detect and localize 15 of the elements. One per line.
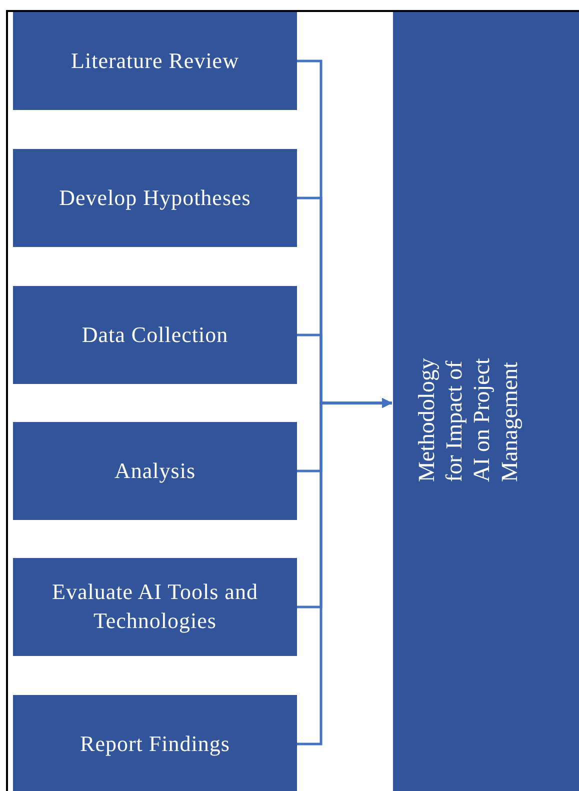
- process-box: [13, 422, 297, 520]
- process-box: [13, 12, 297, 110]
- process-box: [13, 149, 297, 247]
- connector-arrow: [297, 398, 392, 746]
- process-box: [13, 695, 297, 791]
- process-box: [13, 558, 297, 656]
- step-label: Evaluate AI Tools and Technologies: [51, 578, 259, 635]
- step-label: Data Collection: [82, 320, 228, 349]
- step-label: Analysis: [114, 456, 196, 485]
- step-label: Literature Review: [71, 46, 239, 75]
- step-label: Develop Hypotheses: [59, 184, 251, 212]
- step-label: Report Findings: [80, 730, 230, 758]
- process-box: [393, 12, 579, 791]
- box-title: Methodology for Impact of AI on Project Management: [413, 357, 523, 482]
- process-box: [13, 286, 297, 384]
